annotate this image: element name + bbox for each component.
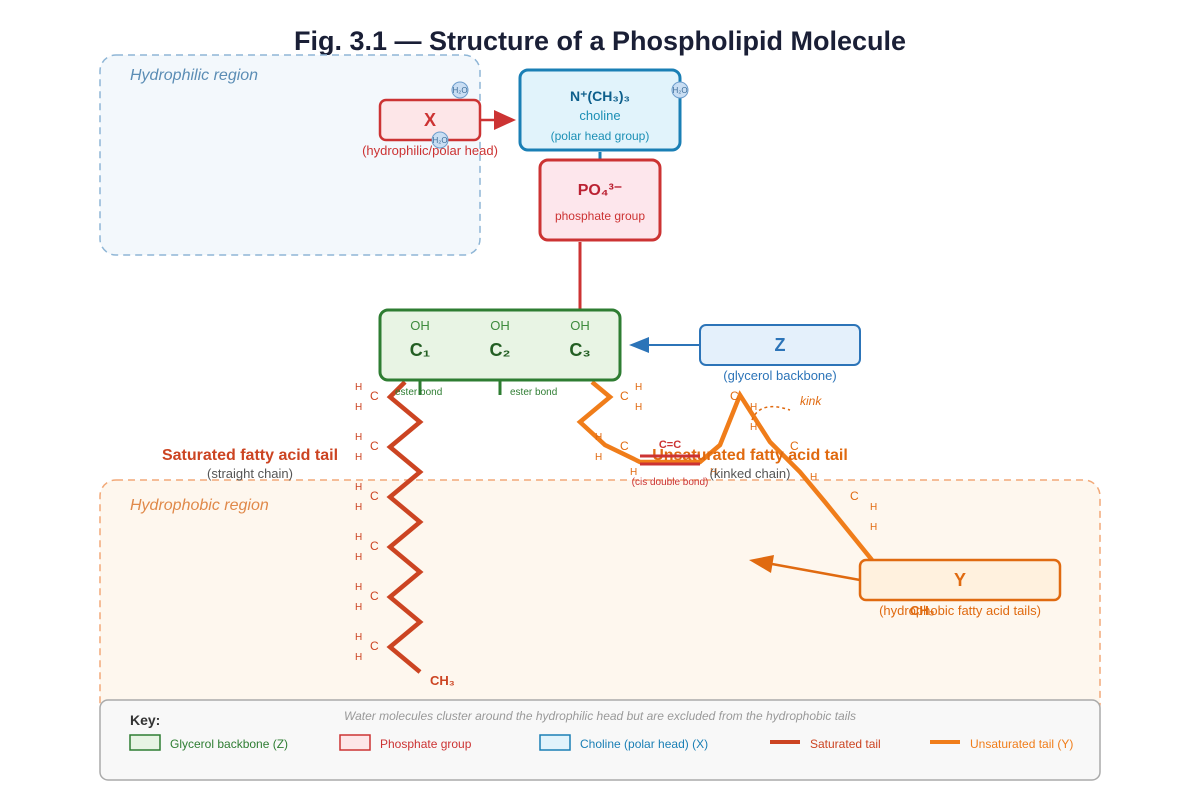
sat-h-5a: H — [355, 582, 362, 593]
sat-h-4a: H — [355, 532, 362, 543]
hydrophilic-region-label: Hydrophilic region — [130, 67, 258, 84]
legend-box — [99, 699, 1101, 781]
legend-swatch-phosphate — [339, 734, 371, 751]
sat-h-4b: H — [355, 552, 362, 563]
legend-label-unsaturated: Unsaturated tail (Y) — [970, 737, 1073, 751]
kink-indicator — [751, 405, 791, 421]
sat-h-3b: H — [355, 502, 362, 513]
glycerol-oh-1: OH — [410, 318, 430, 333]
unsat-h-6: H — [810, 472, 817, 483]
choline-name: choline — [579, 108, 620, 123]
choline-formula: N⁺(CH₃)₃ — [570, 88, 630, 104]
sat-h-1a: H — [355, 382, 362, 393]
saturated-tail-end: CH₃ — [430, 673, 455, 688]
unsat-h-1a: H — [635, 382, 642, 393]
sat-h-1b: H — [355, 402, 362, 413]
choline-box — [518, 68, 682, 152]
water-label-2: H₂O — [432, 136, 447, 145]
water-label-3: H₂O — [672, 86, 687, 95]
legend-label-glycerol: Glycerol backbone (Z) — [170, 737, 288, 751]
unsat-h-4: H — [710, 467, 717, 478]
figure-title: Fig. 3.1 — Structure of a Phospholipid M… — [294, 26, 906, 56]
sat-c-4: C — [370, 539, 379, 553]
unsaturated-tail-sub: (kinked chain) — [710, 466, 791, 481]
legend-label-saturated: Saturated tail — [810, 737, 881, 751]
phosphate-name: phosphate group — [555, 209, 645, 223]
x-caption: (hydrophilic/polar head) — [362, 143, 498, 158]
unsaturated-tail-end: CH₃ — [910, 603, 935, 618]
glycerol-c3: C₃ — [569, 340, 590, 360]
unsat-h-2a: H — [595, 432, 602, 443]
unsat-h-1b: H — [635, 402, 642, 413]
sat-c-3: C — [370, 489, 379, 503]
water-molecule-1: H₂O — [451, 81, 469, 99]
sat-h-3a: H — [355, 482, 362, 493]
unsat-h-5b: H — [750, 422, 757, 433]
sat-c-2: C — [370, 439, 379, 453]
legend-label-phosphate: Phosphate group — [380, 737, 472, 751]
sat-c-5: C — [370, 589, 379, 603]
y-arrow-head — [749, 555, 774, 573]
unsat-h-7b: H — [870, 522, 877, 533]
unsaturated-tail-title: Unsaturated fatty acid tail — [652, 447, 848, 464]
unsat-c-7: C — [850, 489, 859, 503]
z-caption: (glycerol backbone) — [723, 368, 836, 383]
glycerol-c2: C₂ — [490, 340, 511, 360]
legend-key-title: Key: — [130, 712, 160, 728]
unsat-h-3: H — [630, 467, 637, 478]
y-caption: (hydrophobic fatty acid tails) — [879, 603, 1041, 618]
saturated-tail-title: Saturated fatty acid tail — [162, 447, 338, 464]
sat-h-6b: H — [355, 652, 362, 663]
unsat-h-5a: H — [750, 402, 757, 413]
glycerol-oh-3: OH — [570, 318, 590, 333]
x-label: X — [424, 110, 436, 130]
legend-note: Water molecules cluster around the hydro… — [344, 709, 856, 723]
x-arrow-head — [494, 110, 516, 130]
ester-bond-label-2: ester bond — [510, 387, 557, 398]
water-molecule-3: H₂O — [671, 81, 689, 99]
saturated-tail-sub: (straight chain) — [207, 466, 293, 481]
unsat-c-1: C — [620, 389, 629, 403]
sat-h-2b: H — [355, 452, 362, 463]
cis-bond-label: (cis double bond) — [632, 477, 709, 488]
phosphate-formula: PO₄³⁻ — [578, 182, 623, 199]
unsat-h-7a: H — [870, 502, 877, 513]
phosphate-box — [538, 158, 662, 242]
sat-h-6a: H — [355, 632, 362, 643]
unsat-c-6: C — [790, 439, 799, 453]
choline-desc: (polar head group) — [551, 129, 650, 143]
unsat-c-5: C — [730, 389, 739, 403]
z-arrow-head — [629, 337, 649, 353]
water-label-1: H₂O — [452, 86, 467, 95]
glycerol-oh-2: OH — [490, 318, 510, 333]
water-molecule-2: H₂O — [431, 131, 449, 149]
y-label: Y — [954, 570, 966, 590]
legend-swatch-glycerol — [129, 734, 161, 751]
unsaturated-tail-chain — [576, 380, 874, 562]
y-label-box — [858, 558, 1062, 602]
saturated-tail-chain — [386, 380, 424, 674]
kink-label: kink — [800, 394, 822, 408]
legend-label-choline: Choline (polar head) (X) — [580, 737, 708, 751]
unsaturated-atoms: C H H C H H H H C H H C H C H H — [595, 382, 877, 533]
ester-bond-label-1: ester bond — [395, 387, 442, 398]
unsat-c-2: C — [620, 439, 629, 453]
glycerol-c1: C₁ — [410, 340, 430, 360]
sat-c-1: C — [370, 389, 379, 403]
y-arrow — [771, 562, 861, 582]
sat-h-2a: H — [355, 432, 362, 443]
sat-c-6: C — [370, 639, 379, 653]
saturated-atoms: C H H C H H C H H C H H C H H C H H — [355, 382, 379, 663]
unsat-h-2b: H — [595, 452, 602, 463]
legend-swatch-choline — [539, 734, 571, 751]
z-label-box — [699, 324, 861, 366]
z-label: Z — [775, 335, 786, 355]
sat-h-5b: H — [355, 602, 362, 613]
hydrophobic-region-label: Hydrophobic region — [130, 497, 269, 514]
double-bond-label: C=C — [659, 439, 681, 451]
